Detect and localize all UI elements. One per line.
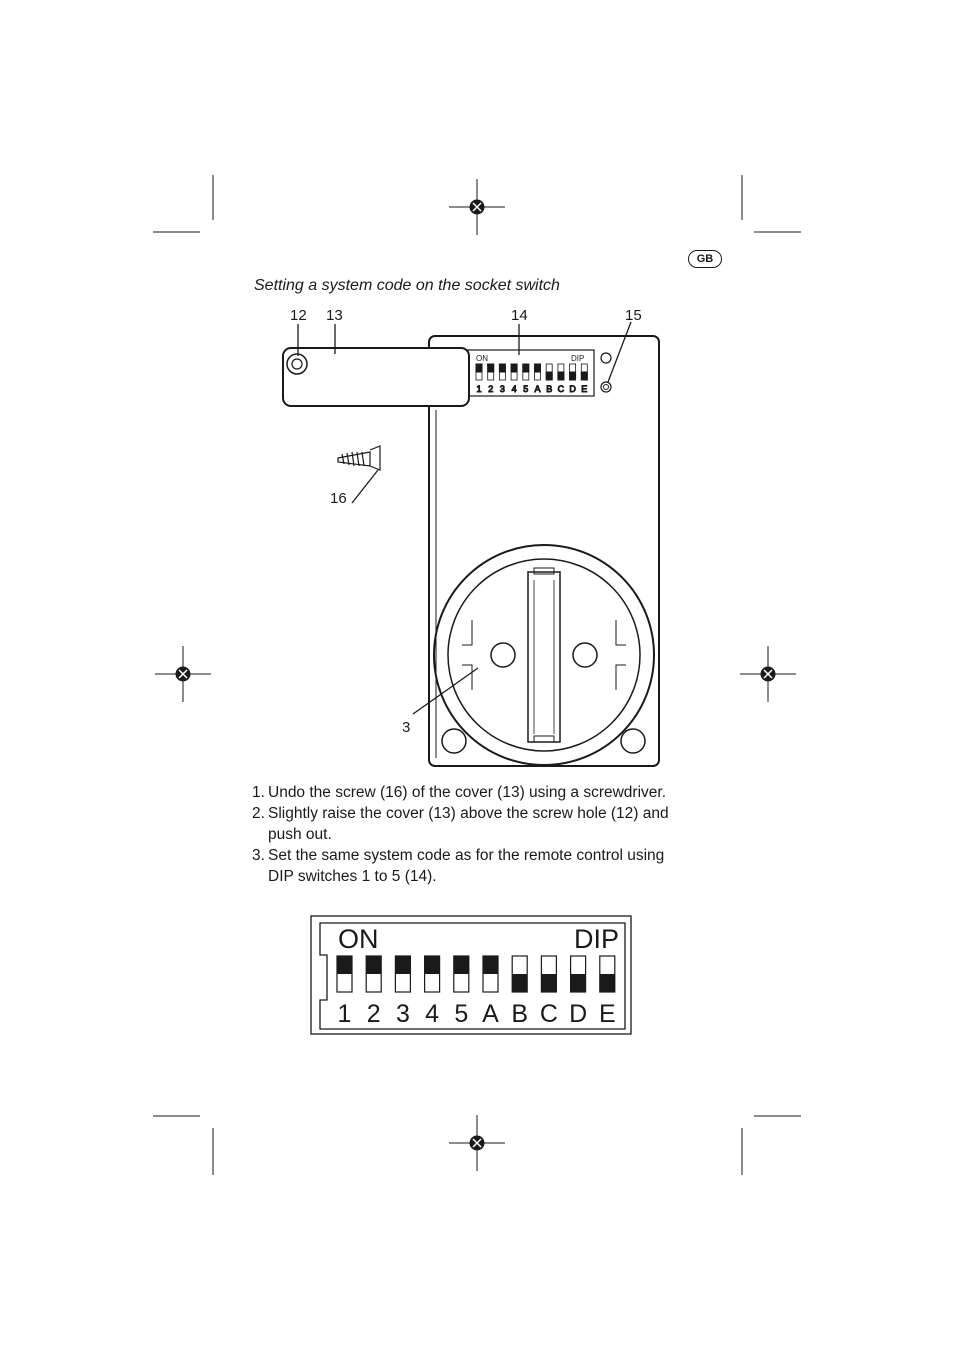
step-text: Set the same system code as for the remo… (268, 847, 665, 885)
small-dip-label: 4 (512, 384, 517, 394)
mount-hole-left-icon (441, 728, 467, 754)
dip-switch-label: 3 (396, 1000, 410, 1028)
dip-switch-label: 4 (425, 1000, 439, 1028)
step-number: 1. (252, 784, 265, 801)
dip-switch-E: E (599, 955, 616, 1028)
dip-switch-label: 1 (338, 1000, 352, 1028)
dip-panel-on-label: ON (338, 924, 379, 954)
registration-marks (155, 179, 796, 1171)
dip-switch-lever (337, 956, 352, 974)
small-dip-label: D (569, 384, 576, 394)
dip-switch-label: E (599, 1000, 616, 1028)
crop-marks (153, 175, 801, 1175)
dip-switch-label: 2 (367, 1000, 381, 1028)
dip-switch-C: C (540, 955, 558, 1028)
step-2: 2. Slightly raise the cover (13) above t… (252, 803, 682, 845)
small-dip-switch-B: B (546, 363, 553, 395)
small-dip-label: E (581, 384, 587, 394)
dip-switch-lever (366, 956, 382, 974)
callout-15: 15 (625, 307, 642, 324)
dip-switch-lever (453, 956, 469, 974)
small-dip-label: 2 (488, 384, 493, 394)
screw-hole-icon (286, 353, 308, 375)
dip-switch-lever (599, 974, 615, 992)
dip-switch-3: 3 (394, 955, 411, 1028)
registration-mark-icon (155, 646, 211, 702)
dip-switch-B: B (511, 955, 528, 1028)
led-upper-icon (600, 352, 612, 364)
dip-switch-lever (541, 974, 557, 992)
dip-switch-label: A (482, 1000, 499, 1028)
small-dip-label: 5 (523, 384, 528, 394)
callout-leaders (297, 321, 632, 715)
step-text: Slightly raise the cover (13) above the … (268, 805, 669, 843)
callout-14: 14 (511, 307, 528, 324)
small-dip-switch-1: 1 (475, 363, 483, 395)
dip-switch-label: B (511, 1000, 528, 1028)
dip-switch-label: C (540, 1000, 558, 1028)
small-dip-label: C (558, 384, 565, 394)
dip-switch-label: 5 (454, 1000, 468, 1028)
registration-mark-icon (740, 646, 796, 702)
small-dip-switch-C: C (557, 363, 565, 395)
step-3: 3. Set the same system code as for the r… (252, 845, 682, 887)
small-dip-switch-4: 4 (510, 363, 518, 395)
small-dip-label: B (546, 384, 552, 394)
small-dip-switch-D: D (569, 363, 577, 395)
dip-switch-lever (512, 974, 528, 992)
callout-3: 3 (402, 719, 410, 736)
small-dip-dip-label: DIP (571, 354, 584, 363)
dip-switch-lever (395, 956, 411, 974)
section-heading: Setting a system code on the socket swit… (254, 277, 560, 294)
small-dip-switch-3: 3 (498, 363, 506, 395)
step-1: 1. Undo the screw (16) of the cover (13)… (252, 782, 682, 803)
dip-switch-lever (570, 974, 586, 992)
small-dip-on-label: ON (476, 354, 488, 363)
instruction-steps: 1. Undo the screw (16) of the cover (13)… (252, 782, 682, 887)
cover (282, 347, 470, 407)
step-number: 3. (252, 847, 265, 864)
small-dip-switch-A: A (534, 363, 541, 395)
step-number: 2. (252, 805, 265, 822)
small-dip-switch-5: 5 (522, 363, 530, 395)
language-badge: GB (688, 250, 722, 268)
registration-mark-icon (449, 1115, 505, 1171)
small-dip-switch-2: 2 (487, 363, 495, 395)
dip-switch-lever (424, 956, 440, 974)
dip-switch-A: A (482, 955, 499, 1028)
small-dip-label: 1 (476, 384, 481, 394)
callout-13: 13 (326, 307, 343, 324)
led-icon (600, 381, 612, 393)
dip-panel-dip-label: DIP (574, 924, 619, 954)
dip-switch-4: 4 (424, 955, 441, 1028)
dip-switch-1: 1 (336, 955, 353, 1028)
small-dip-switch-E: E (581, 363, 588, 395)
dip-switch-D: D (569, 955, 587, 1028)
dip-switch-5: 5 (453, 955, 470, 1028)
dip-switch-label: D (569, 1000, 587, 1028)
callout-12: 12 (290, 307, 307, 324)
step-text: Undo the screw (16) of the cover (13) us… (268, 784, 667, 801)
small-dip-label: 3 (500, 384, 505, 394)
callout-labels: 12 13 14 15 16 3 (290, 307, 642, 736)
dip-switch-2: 2 (365, 955, 382, 1028)
registration-mark-icon (449, 179, 505, 235)
mount-hole-right-icon (620, 728, 646, 754)
small-dip-label: A (534, 384, 540, 394)
screw-icon (337, 445, 381, 471)
dip-switch-lever (483, 956, 498, 974)
socket-icon (433, 544, 655, 766)
callout-16: 16 (330, 490, 347, 507)
